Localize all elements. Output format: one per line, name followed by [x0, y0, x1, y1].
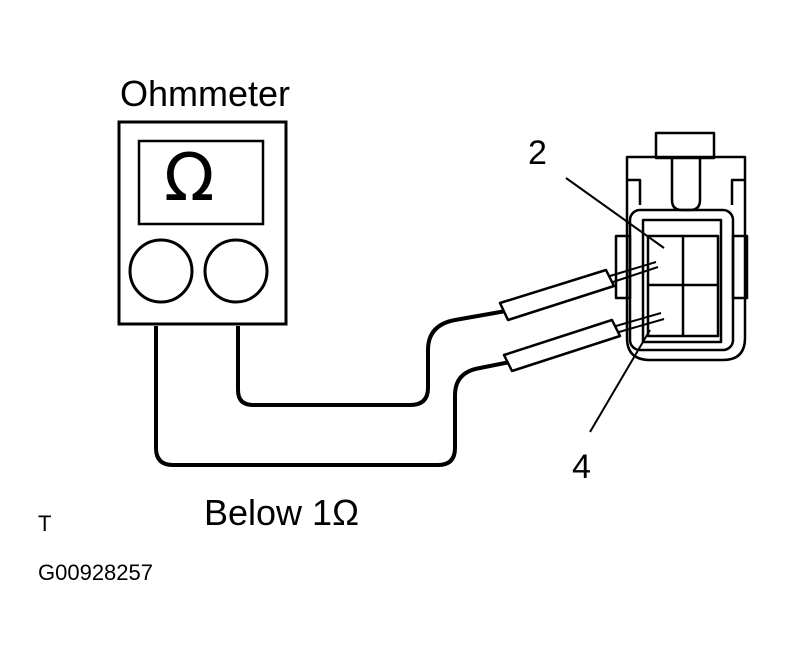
- lower-test-lead: [154, 326, 511, 467]
- connector-lug-left: [614, 234, 632, 300]
- pin-4-label: 4: [572, 448, 591, 486]
- ohmmeter-display: [137, 139, 265, 226]
- connector-face-inner: [641, 218, 723, 344]
- probes: [498, 268, 622, 373]
- connector-side-right: [730, 178, 745, 205]
- lower-probe-handle: [502, 318, 622, 373]
- ohmmeter-terminal-left: [128, 238, 194, 304]
- ohmmeter: [117, 120, 288, 326]
- pin-2-leader: [565, 177, 665, 249]
- connector: [614, 131, 749, 362]
- lower-probe-tip-a: [615, 312, 662, 327]
- pin-2-label: 2: [528, 134, 547, 172]
- code-label: T: [38, 511, 52, 536]
- connector-latch-arm: [670, 158, 702, 212]
- upper-probe-tip-b: [612, 266, 659, 283]
- upper-test-lead: [236, 309, 507, 407]
- connector-latch-top: [654, 131, 716, 160]
- pin-4-leader: [589, 329, 651, 433]
- figure-id: G00928257: [38, 560, 153, 585]
- leader-lines: [565, 177, 665, 433]
- ohmmeter-label: Ohmmeter: [120, 73, 291, 114]
- resistance-spec: Below 1Ω: [204, 492, 359, 533]
- upper-probe-handle: [498, 268, 616, 322]
- ohmmeter-terminal-right: [203, 238, 269, 304]
- ohmmeter-body: [117, 120, 288, 326]
- test-leads: [154, 309, 511, 467]
- connector-lug-right: [731, 234, 749, 300]
- ohm-symbol-display: Ω: [164, 139, 215, 216]
- connector-side-left: [627, 178, 642, 205]
- connector-housing: [625, 155, 747, 362]
